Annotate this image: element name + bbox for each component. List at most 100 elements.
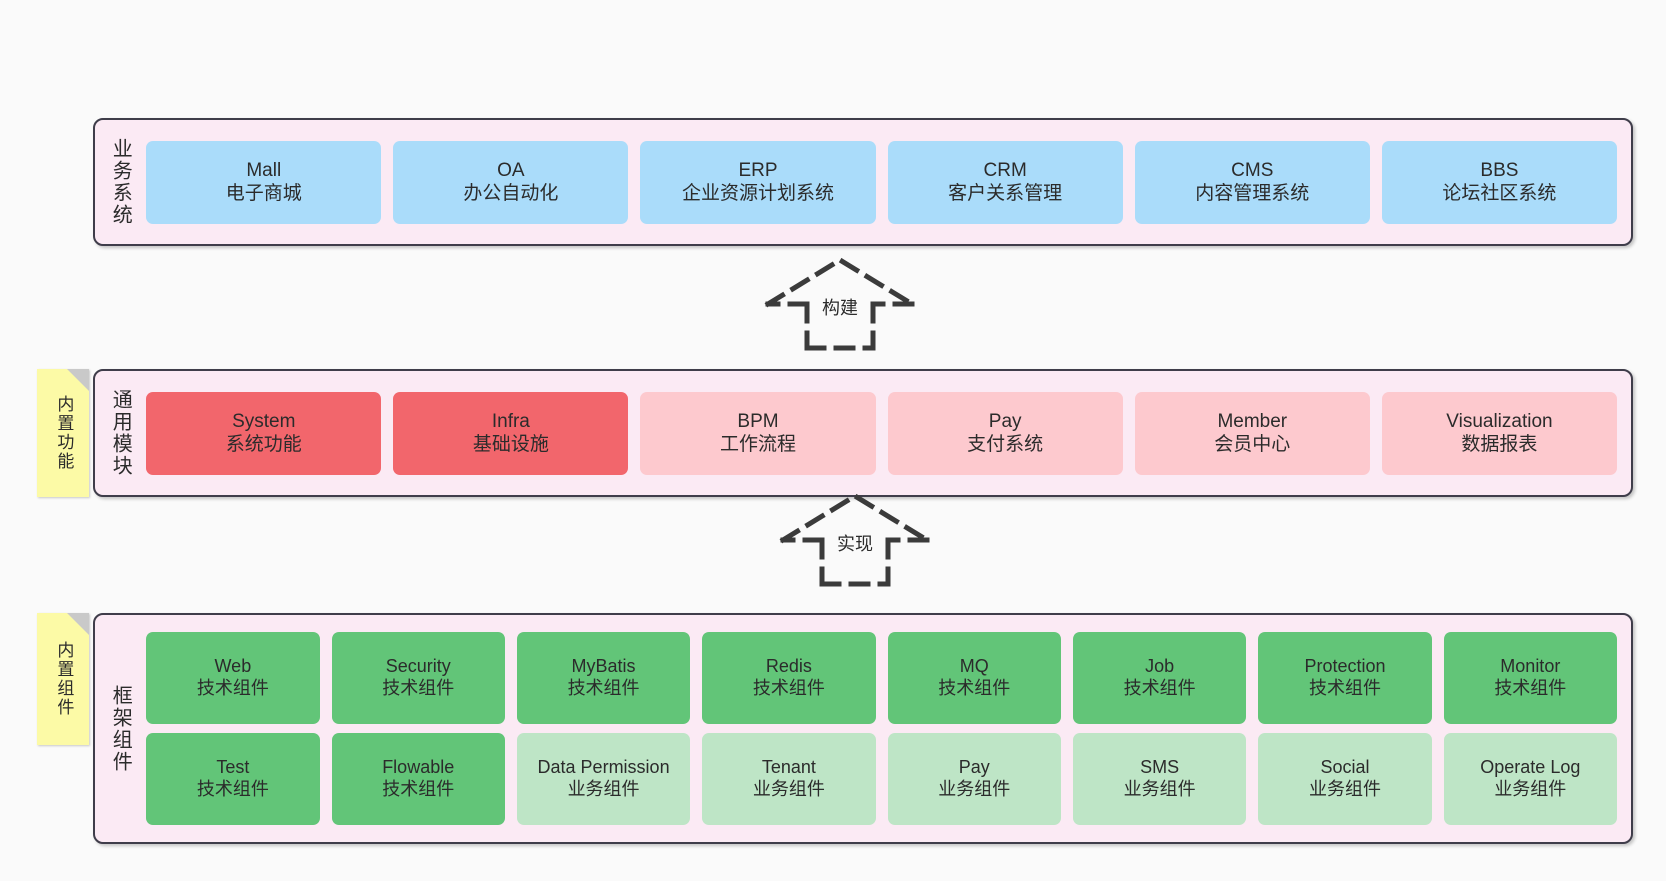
node-subtitle: 业务组件 <box>1494 779 1567 799</box>
layer-label-framework-component: 框架组件 <box>109 684 132 773</box>
node-subtitle: 技术组件 <box>382 779 455 799</box>
node-subtitle: 技术组件 <box>196 678 269 698</box>
business-system-node-grid: Mall 电子商城 OA 办公自动化 ERP 企业资源计划系统 CRM 客户关系… <box>136 140 1631 224</box>
node-subtitle: 业务组件 <box>567 779 640 799</box>
page-fold-icon <box>67 613 89 635</box>
node-title: Tenant <box>761 757 816 778</box>
node-title: Test <box>216 757 250 778</box>
node-cms[interactable]: CMS 内容管理系统 <box>1134 140 1370 224</box>
node-subtitle: 技术组件 <box>752 678 825 698</box>
node-subtitle: 电子商城 <box>225 183 302 204</box>
node-bpm[interactable]: BPM 工作流程 <box>640 391 876 475</box>
node-subtitle: 技术组件 <box>196 779 269 799</box>
node-mall[interactable]: Mall 电子商城 <box>146 140 382 224</box>
node-visualization[interactable]: Visualization 数据报表 <box>1381 391 1617 475</box>
node-subtitle: 会员中心 <box>1214 434 1291 455</box>
node-title: Mall <box>246 159 282 181</box>
node-pay[interactable]: Pay 支付系统 <box>887 391 1123 475</box>
node-subtitle: 技术组件 <box>1308 678 1381 698</box>
node-subtitle: 业务组件 <box>752 779 825 799</box>
node-title: Operate Log <box>1480 757 1581 778</box>
node-subtitle: 客户关系管理 <box>948 183 1063 204</box>
node-title: System <box>232 410 296 432</box>
sticky-note-builtin-function: 内置功能 <box>37 369 89 497</box>
node-title: Flowable <box>382 757 455 778</box>
node-erp[interactable]: ERP 企业资源计划系统 <box>640 140 876 224</box>
node-monitor[interactable]: Monitor 技术组件 <box>1443 632 1617 724</box>
node-title: Social <box>1320 757 1370 778</box>
node-subtitle: 内容管理系统 <box>1195 183 1310 204</box>
generalization-arrow-icon <box>764 257 916 351</box>
node-subtitle: 论坛社区系统 <box>1442 183 1557 204</box>
node-title: MQ <box>959 656 989 677</box>
node-security[interactable]: Security 技术组件 <box>331 632 505 724</box>
arrow-label-implement: 实现 <box>835 530 875 556</box>
node-subtitle: 业务组件 <box>1308 779 1381 799</box>
node-subtitle: 业务组件 <box>938 779 1011 799</box>
node-subtitle: 技术组件 <box>567 678 640 698</box>
node-title: Data Permission <box>537 757 670 778</box>
node-subtitle: 系统功能 <box>225 434 302 455</box>
sticky-note-text: 内置功能 <box>54 395 74 471</box>
node-title: Infra <box>491 410 530 432</box>
node-title: Redis <box>765 656 812 677</box>
node-mq[interactable]: MQ 技术组件 <box>887 632 1061 724</box>
node-system[interactable]: System 系统功能 <box>146 391 382 475</box>
node-subtitle: 基础设施 <box>472 434 549 455</box>
node-subtitle: 技术组件 <box>938 678 1011 698</box>
sticky-note-text: 内置组件 <box>54 641 74 717</box>
node-sms[interactable]: SMS 业务组件 <box>1072 733 1247 825</box>
arrow-build: 构建 <box>760 252 920 352</box>
node-operate-log[interactable]: Operate Log 业务组件 <box>1443 733 1617 825</box>
node-flowable[interactable]: Flowable 技术组件 <box>331 733 505 825</box>
node-subtitle: 办公自动化 <box>463 183 559 204</box>
layer-label-common-module: 通用模块 <box>109 389 132 477</box>
layer-common-module: 通用模块 System 系统功能 Infra 基础设施 BPM 工作流程 Pay… <box>93 369 1633 497</box>
node-mybatis[interactable]: MyBatis 技术组件 <box>516 632 691 724</box>
node-protection[interactable]: Protection 技术组件 <box>1258 632 1432 724</box>
sticky-note-builtin-component: 内置组件 <box>37 613 89 745</box>
layer-label-business-system: 业务系统 <box>109 138 132 226</box>
node-title: Security <box>385 656 451 677</box>
node-title: BPM <box>737 410 779 432</box>
common-module-node-grid: System 系统功能 Infra 基础设施 BPM 工作流程 Pay 支付系统… <box>136 391 1631 475</box>
node-subtitle: 技术组件 <box>1494 678 1567 698</box>
node-title: BBS <box>1480 159 1519 181</box>
node-title: CMS <box>1231 159 1274 181</box>
node-member[interactable]: Member 会员中心 <box>1134 391 1370 475</box>
node-tenant[interactable]: Tenant 业务组件 <box>702 733 876 825</box>
node-title: CRM <box>983 159 1027 181</box>
node-title: OA <box>497 159 525 181</box>
node-subtitle: 业务组件 <box>1123 779 1196 799</box>
node-title: MyBatis <box>571 656 636 677</box>
node-crm[interactable]: CRM 客户关系管理 <box>887 140 1123 224</box>
layer-framework-component: 框架组件 Web 技术组件 Security 技术组件 MyBatis 技术组件… <box>93 613 1633 844</box>
arrow-label-build: 构建 <box>820 294 860 320</box>
node-oa[interactable]: OA 办公自动化 <box>393 140 629 224</box>
generalization-arrow-icon <box>779 493 931 587</box>
node-subtitle: 工作流程 <box>720 434 797 455</box>
node-title: Monitor <box>1500 656 1561 677</box>
node-infra[interactable]: Infra 基础设施 <box>393 391 629 475</box>
node-redis[interactable]: Redis 技术组件 <box>702 632 876 724</box>
node-subtitle: 数据报表 <box>1461 434 1538 455</box>
node-pay-business[interactable]: Pay 业务组件 <box>887 733 1061 825</box>
node-bbs[interactable]: BBS 论坛社区系统 <box>1381 140 1617 224</box>
node-web[interactable]: Web 技术组件 <box>146 632 320 724</box>
node-title: ERP <box>738 159 778 181</box>
page-fold-icon <box>67 369 89 391</box>
node-title: Protection <box>1304 656 1386 677</box>
node-data-permission[interactable]: Data Permission 业务组件 <box>516 733 691 825</box>
node-social[interactable]: Social 业务组件 <box>1258 733 1432 825</box>
node-title: Web <box>214 656 252 677</box>
node-title: Pay <box>988 410 1022 432</box>
arrow-implement: 实现 <box>775 488 935 588</box>
node-test[interactable]: Test 技术组件 <box>146 733 320 825</box>
node-title: SMS <box>1140 757 1180 778</box>
node-job[interactable]: Job 技术组件 <box>1072 632 1247 724</box>
node-subtitle: 技术组件 <box>382 678 455 698</box>
node-title: Visualization <box>1446 410 1553 432</box>
framework-component-node-grid: Web 技术组件 Security 技术组件 MyBatis 技术组件 Redi… <box>136 632 1631 825</box>
node-title: Job <box>1145 656 1175 677</box>
node-title: Pay <box>958 757 990 778</box>
